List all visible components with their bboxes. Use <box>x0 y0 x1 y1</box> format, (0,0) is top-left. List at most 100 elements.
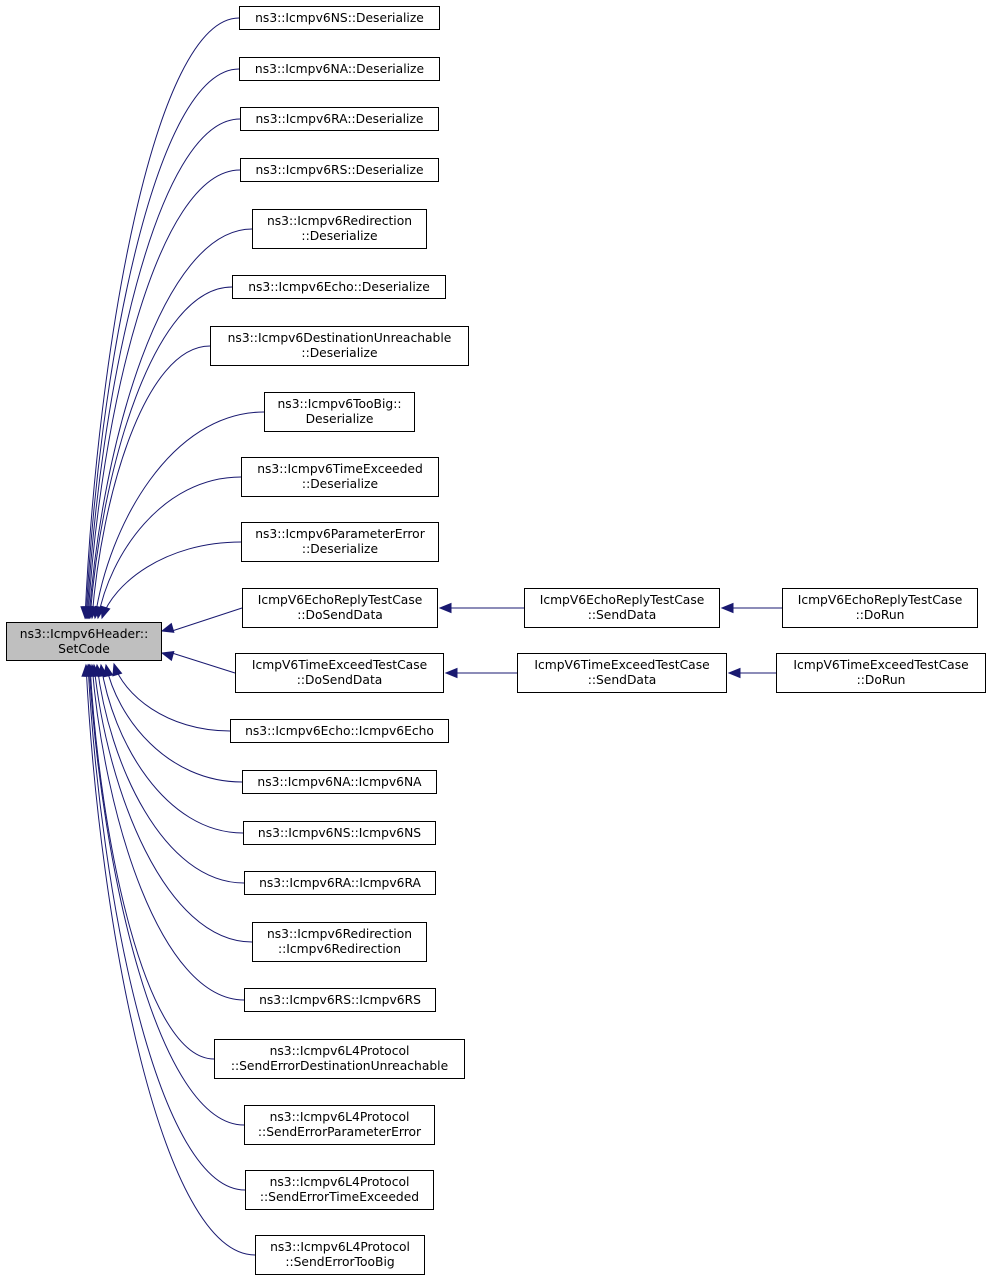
arrowhead-send-toobig-to-root <box>81 663 92 677</box>
node-rs-ctor[interactable]: ns3::Icmpv6RS::Icmpv6RS <box>244 988 436 1012</box>
node-label-line: IcmpV6TimeExceedTestCase <box>251 658 428 672</box>
node-label-line: ns3::Icmpv6NS::Deserialize <box>255 10 424 25</box>
edge-send-destunr-to-root <box>89 664 215 1060</box>
node-label-line: IcmpV6EchoReplyTestCase <box>257 593 423 607</box>
edge-echoreply-dosend-to-root <box>171 607 243 632</box>
node-label-line: ns3::Icmpv6Echo::Deserialize <box>248 279 430 294</box>
node-label-line: ::Deserialize <box>301 477 379 491</box>
arrowhead-timeexc-send-to-timeexc-dosend <box>444 667 458 679</box>
arrowhead-echoreply-dorun-to-echoreply-send <box>720 602 734 614</box>
node-label-line: ns3::Icmpv6Echo::Icmpv6Echo <box>245 723 434 738</box>
node-label-line: IcmpV6EchoReplyTestCase <box>539 593 705 607</box>
node-send-timeexc[interactable]: ns3::Icmpv6L4Protocol::SendErrorTimeExce… <box>245 1170 434 1210</box>
node-paramerr-deser[interactable]: ns3::Icmpv6ParameterError::Deserialize <box>241 522 439 562</box>
node-na-deser[interactable]: ns3::Icmpv6NA::Deserialize <box>239 57 440 81</box>
node-redir-ctor[interactable]: ns3::Icmpv6Redirection::Icmpv6Redirectio… <box>252 922 427 962</box>
node-label-line: ns3::Icmpv6RA::Icmpv6RA <box>259 875 421 890</box>
node-ra-deser[interactable]: ns3::Icmpv6RA::Deserialize <box>240 107 439 131</box>
edge-rs-ctor-to-root <box>91 664 245 1001</box>
node-timeexc-dorun[interactable]: IcmpV6TimeExceedTestCase::DoRun <box>776 653 986 693</box>
node-echoreply-send[interactable]: IcmpV6EchoReplyTestCase::SendData <box>524 588 720 628</box>
node-label-line: IcmpV6TimeExceedTestCase <box>534 658 710 672</box>
node-label-line: ns3::Icmpv6NA::Icmpv6NA <box>257 774 422 789</box>
node-label-line: ns3::Icmpv6L4Protocol <box>269 1110 410 1124</box>
edge-timeexc-deser-to-root <box>97 476 242 619</box>
node-send-toobig[interactable]: ns3::Icmpv6L4Protocol::SendErrorTooBig <box>255 1235 425 1275</box>
node-timeexc-dosend[interactable]: IcmpV6TimeExceedTestCase::DoSendData <box>235 653 444 693</box>
node-label-line: ::DoRun <box>855 608 905 622</box>
node-echo-ctor[interactable]: ns3::Icmpv6Echo::Icmpv6Echo <box>230 719 449 743</box>
node-toobig-deser[interactable]: ns3::Icmpv6TooBig::Deserialize <box>264 392 415 432</box>
edge-ns-deser-to-root <box>84 17 240 619</box>
arrowhead-echoreply-send-to-echoreply-dosend <box>438 602 452 614</box>
node-label-line: ::SendData <box>587 608 657 622</box>
node-label-line: ::DoSendData <box>297 608 383 622</box>
node-send-paramerr[interactable]: ns3::Icmpv6L4Protocol::SendErrorParamete… <box>244 1105 435 1145</box>
node-na-ctor[interactable]: ns3::Icmpv6NA::Icmpv6NA <box>242 770 437 794</box>
edge-send-toobig-to-root <box>85 664 256 1256</box>
node-label-line: IcmpV6TimeExceedTestCase <box>793 658 969 672</box>
node-label-line: ::Deserialize <box>301 229 378 243</box>
node-label-line: ::DoSendData <box>296 673 383 687</box>
edge-echo-ctor-to-root <box>113 663 231 732</box>
node-timeexc-send[interactable]: IcmpV6TimeExceedTestCase::SendData <box>517 653 727 693</box>
edge-na-deser-to-root <box>85 68 240 619</box>
edge-ra-ctor-to-root <box>96 664 245 884</box>
node-destunr-deser[interactable]: ns3::Icmpv6DestinationUnreachable::Deser… <box>210 326 469 366</box>
node-label-line: ns3::Icmpv6L4Protocol <box>269 1044 410 1058</box>
edge-destunr-deser-to-root <box>91 345 211 619</box>
edge-send-timeexc-to-root <box>87 664 246 1191</box>
node-label-line: SetCode <box>58 641 110 656</box>
edge-redir-deser-to-root <box>88 228 253 619</box>
node-label-line: ns3::Icmpv6Redirection <box>266 927 413 941</box>
node-root: ns3::Icmpv6Header::SetCode <box>6 622 162 661</box>
node-label-line: ::SendErrorDestinationUnreachable <box>230 1059 449 1073</box>
node-label-line: ns3::Icmpv6ParameterError <box>255 527 425 541</box>
edge-toobig-deser-to-root <box>94 411 265 619</box>
node-label-line: ns3::Icmpv6NA::Deserialize <box>254 61 425 76</box>
edge-na-ctor-to-root <box>105 664 243 783</box>
edge-send-paramerr-to-root <box>88 664 245 1126</box>
node-label-line: ns3::Icmpv6L4Protocol <box>269 1175 410 1189</box>
node-label-line: ::Icmpv6Redirection <box>277 942 401 956</box>
node-label-line: ::SendErrorParameterError <box>257 1125 422 1139</box>
edge-timeexc-dosend-to-root <box>171 652 236 674</box>
node-label-line: IcmpV6EchoReplyTestCase <box>797 593 963 607</box>
node-label-line: ns3::Icmpv6RS::Deserialize <box>255 162 424 177</box>
node-rs-deser[interactable]: ns3::Icmpv6RS::Deserialize <box>240 158 439 182</box>
node-label-line: ::SendErrorTimeExceeded <box>259 1190 420 1204</box>
edge-rs-deser-to-root <box>87 169 241 619</box>
node-label-line: ns3::Icmpv6Header:: <box>19 626 149 641</box>
node-echo-deser[interactable]: ns3::Icmpv6Echo::Deserialize <box>232 275 446 299</box>
node-ns-deser[interactable]: ns3::Icmpv6NS::Deserialize <box>239 6 440 30</box>
node-ra-ctor[interactable]: ns3::Icmpv6RA::Icmpv6RA <box>244 871 436 895</box>
node-timeexc-deser[interactable]: ns3::Icmpv6TimeExceeded::Deserialize <box>241 457 439 497</box>
node-label-line: ::Deserialize <box>301 346 378 360</box>
arrowhead-echoreply-dosend-to-root <box>160 622 175 633</box>
edge-ra-deser-to-root <box>86 118 241 619</box>
node-send-destunr[interactable]: ns3::Icmpv6L4Protocol::SendErrorDestinat… <box>214 1039 465 1079</box>
node-ns-ctor[interactable]: ns3::Icmpv6NS::Icmpv6NS <box>243 821 436 845</box>
node-label-line: ns3::Icmpv6RS::Icmpv6RS <box>259 992 421 1007</box>
edge-ns-ctor-to-root <box>100 664 244 834</box>
node-label-line: ::Deserialize <box>301 542 379 556</box>
node-label-line: ns3::Icmpv6TimeExceeded <box>257 462 423 476</box>
node-label-line: ::DoRun <box>856 673 906 687</box>
node-label-line: ns3::Icmpv6L4Protocol <box>270 1240 410 1254</box>
node-label-line: ns3::Icmpv6RA::Deserialize <box>255 111 424 126</box>
node-label-line: Deserialize <box>305 412 374 426</box>
arrowhead-timeexc-dorun-to-timeexc-send <box>727 667 741 679</box>
edge-redir-ctor-to-root <box>93 664 253 943</box>
node-label-line: ::SendErrorTooBig <box>285 1255 395 1269</box>
arrowhead-timeexc-dosend-to-root <box>160 650 175 662</box>
arrowhead-paramerr-deser-to-root <box>100 605 111 620</box>
node-echoreply-dorun[interactable]: IcmpV6EchoReplyTestCase::DoRun <box>782 588 978 628</box>
node-label-line: ::SendData <box>587 673 657 687</box>
node-echoreply-dosend[interactable]: IcmpV6EchoReplyTestCase::DoSendData <box>242 588 438 628</box>
node-label-line: ns3::Icmpv6Redirection <box>266 214 413 228</box>
node-redir-deser[interactable]: ns3::Icmpv6Redirection::Deserialize <box>252 209 427 249</box>
arrowhead-echo-ctor-to-root <box>112 662 123 677</box>
node-label-line: ns3::Icmpv6TooBig:: <box>277 397 402 411</box>
